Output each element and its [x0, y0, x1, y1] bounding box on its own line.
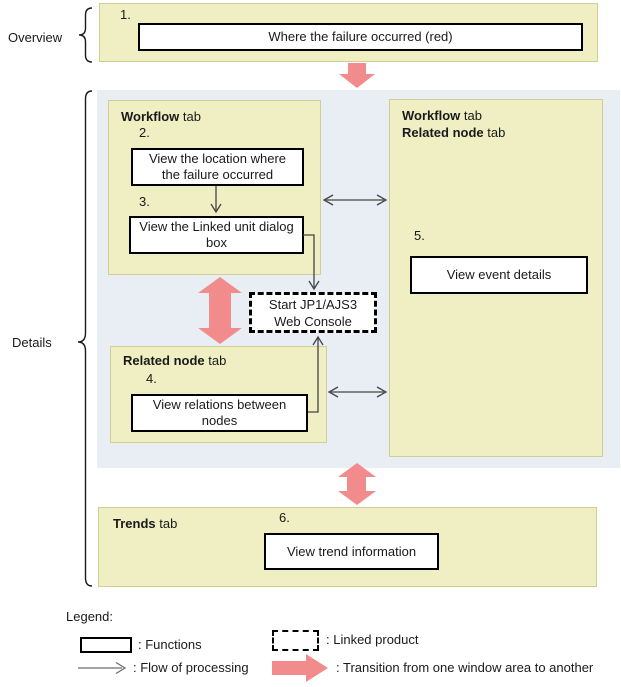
- step-2-text-line1: View the location where: [148, 151, 287, 166]
- legend-linked-product-box: [272, 630, 319, 651]
- step-5-text: View event details: [446, 267, 552, 282]
- transition-arrow-details-trends-icon: [338, 463, 376, 505]
- combined-panel-title-line2: Related node tab: [402, 125, 506, 140]
- step-6-number: 6.: [279, 510, 290, 525]
- trends-tab-panel-title: Trends tab: [113, 516, 178, 531]
- overview-section-label: Overview: [8, 30, 63, 45]
- linked-product-text-line1: Start JP1/AJS3: [268, 296, 358, 312]
- step-3-number: 3.: [139, 194, 150, 209]
- step-3-text-line2: box: [206, 235, 227, 250]
- workflow-related-combined-panel: Workflow tab Related node tab 5. View ev…: [389, 99, 603, 457]
- legend-linked-label: : Linked product: [326, 632, 419, 647]
- linked-product-text-line2: Web Console: [274, 313, 352, 329]
- overview-panel: 1. Where the failure occurred (red): [99, 3, 598, 62]
- legend-flow-arrow-icon: [78, 661, 127, 675]
- step-2-number: 2.: [139, 125, 150, 140]
- legend-functions-box: [80, 637, 132, 653]
- step-6-text: View trend information: [286, 543, 417, 559]
- details-brace: [77, 90, 93, 587]
- legend-transition-label: : Transition from one window area to ano…: [336, 660, 594, 675]
- workflow-tab-panel: Workflow tab 2. View the location where …: [108, 100, 321, 275]
- step-4-box: View relations between nodes: [131, 394, 308, 432]
- trends-tab-panel: Trends tab 6. View trend information: [98, 507, 597, 587]
- combined-panel-title-line1: Workflow tab: [402, 108, 482, 123]
- step-4-text-line1: View relations between: [152, 397, 287, 412]
- step-5-box: View event details: [410, 256, 588, 294]
- step-1-text: Where the failure occurred (red): [268, 29, 453, 44]
- step-2-text-line2: the failure occurred: [161, 167, 274, 182]
- workflow-tab-panel-title: Workflow tab: [121, 109, 201, 124]
- legend-functions-label: : Functions: [138, 637, 202, 652]
- step-3-box: View the Linked unit dialog box: [129, 216, 304, 254]
- legend-transition-arrow-icon: [272, 654, 328, 682]
- step-1-box: Where the failure occurred (red): [138, 23, 583, 51]
- step-5-number: 5.: [414, 228, 425, 243]
- step-1-number: 1.: [120, 7, 131, 22]
- legend-title: Legend:: [66, 609, 113, 624]
- details-section-label: Details: [12, 335, 52, 350]
- step-6-box: View trend information: [264, 533, 439, 570]
- linked-product-box: Start JP1/AJS3 Web Console: [249, 292, 377, 333]
- transition-arrow-overview-to-details-icon: [339, 63, 375, 88]
- related-node-tab-panel-title: Related node tab: [123, 353, 227, 368]
- legend-flow-label: : Flow of processing: [133, 660, 249, 675]
- overview-brace: [78, 7, 93, 63]
- step-2-box: View the location where the failure occu…: [131, 148, 304, 186]
- step-3-text-line1: View the Linked unit dialog: [139, 219, 294, 234]
- related-node-tab-panel: Related node tab 4. View relations betwe…: [110, 346, 327, 443]
- step-4-text-line2: nodes: [201, 413, 238, 428]
- step-4-number: 4.: [146, 371, 157, 386]
